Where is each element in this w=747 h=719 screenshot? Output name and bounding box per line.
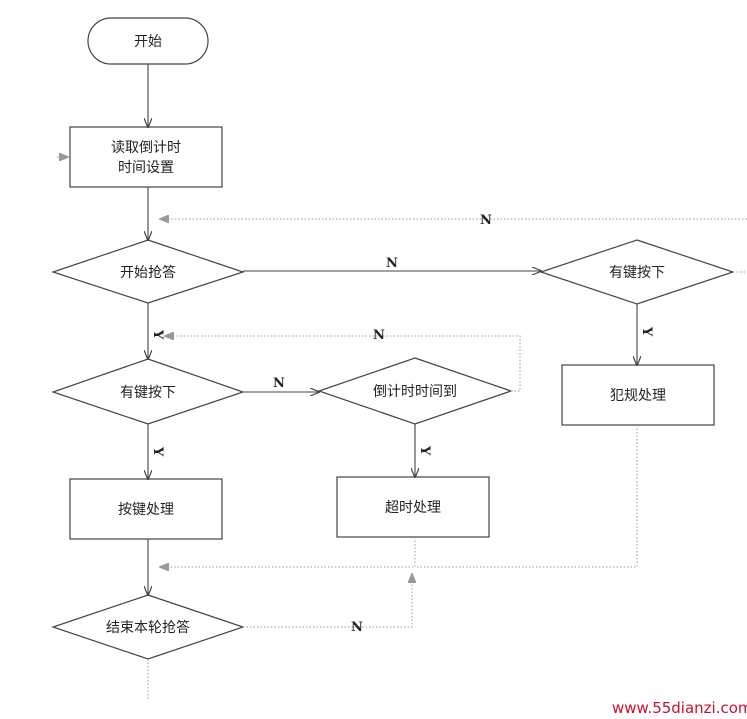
label-yes-countdown: Y <box>417 445 432 456</box>
timeout-box <box>336 476 490 538</box>
read-settings-box <box>69 126 223 188</box>
key-process-box <box>69 478 223 540</box>
start-label: 开始 <box>134 34 162 50</box>
timeout-label: 超时处理 <box>385 500 441 516</box>
label-yes-early-key: Y <box>639 326 654 337</box>
key-pressed-label: 有键按下 <box>120 385 176 401</box>
key-pressed-early-label: 有键按下 <box>609 265 665 281</box>
label-no-start-answer: N <box>386 256 398 271</box>
edge-end-round-no <box>243 574 412 628</box>
countdown-up-label: 倒计时时间到 <box>373 384 457 400</box>
foul-label: 犯规处理 <box>610 388 666 404</box>
edge-timeout-return <box>160 537 416 567</box>
label-no-end-round: N <box>351 620 363 635</box>
read-settings-label-line1: 读取倒计时 <box>111 139 181 156</box>
label-yes-start-answer: Y <box>150 329 165 340</box>
foul-box <box>561 364 715 426</box>
key-process-label: 按键处理 <box>118 502 174 518</box>
watermark: www.55dianzi.com <box>612 699 747 717</box>
label-no-countdown-loop: N <box>373 328 385 343</box>
label-no-key-pressed: N <box>273 376 285 391</box>
label-no-top-loop: N <box>480 213 492 228</box>
edge-countdown-no-loop <box>165 336 521 392</box>
label-yes-key-pressed: Y <box>150 446 165 457</box>
end-round-label: 结束本轮抢答 <box>106 619 190 636</box>
read-settings-label-line2: 时间设置 <box>118 160 174 176</box>
start-answer-label: 开始抢答 <box>120 264 176 281</box>
